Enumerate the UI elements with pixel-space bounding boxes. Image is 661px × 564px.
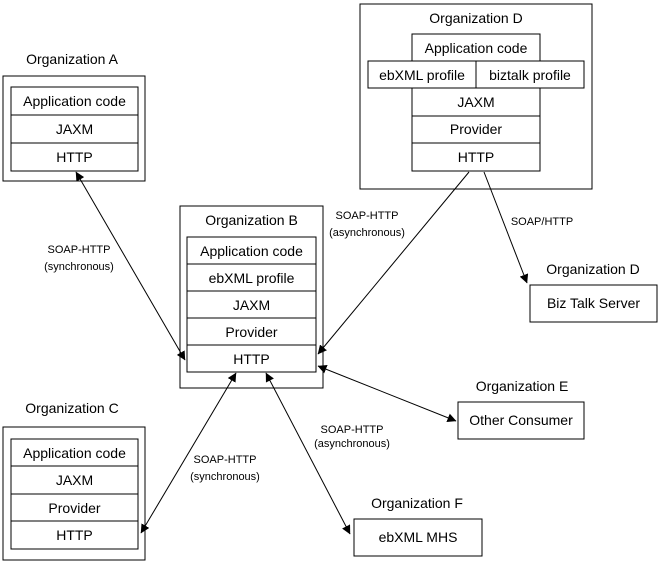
org-a-layer-app-code: Application code — [23, 93, 126, 109]
label-a-b-protocol: SOAP-HTTP — [48, 244, 111, 256]
org-d-layer-jaxm: JAXM — [457, 94, 494, 110]
org-d-server-label: Biz Talk Server — [547, 295, 640, 311]
label-d-b: SOAP-HTTP (asynchronous) — [329, 210, 405, 239]
arrow-org-b-to-org-e — [317, 364, 457, 423]
org-b: Organization B Application code ebXML pr… — [179, 205, 324, 389]
arrow-org-c-to-org-b — [140, 372, 237, 534]
org-a-title: Organization A — [26, 51, 118, 67]
org-a-layer-jaxm: JAXM — [56, 121, 93, 137]
org-d-server-title: Organization D — [546, 261, 639, 277]
org-e-label: Other Consumer — [469, 412, 573, 428]
org-b-layer-ebxml-profile: ebXML profile — [209, 270, 295, 286]
org-b-stack: Application code ebXML profile JAXM Prov… — [186, 236, 317, 373]
org-c-layer-provider: Provider — [48, 500, 100, 516]
org-b-title: Organization B — [205, 212, 298, 228]
org-c: Organization C Application code JAXM Pro… — [2, 400, 146, 561]
arrow-org-a-to-org-b — [75, 171, 186, 361]
arrow-org-d-to-org-b — [317, 171, 470, 355]
org-b-layer-jaxm: JAXM — [233, 297, 270, 313]
org-b-layer-provider: Provider — [225, 324, 277, 340]
label-c-b-mode: (synchronous) — [190, 471, 260, 483]
org-d-server-box — [529, 284, 658, 323]
org-d: Organization D Application code ebXML pr… — [359, 3, 593, 190]
org-f-title: Organization F — [371, 495, 463, 511]
org-d-profile-ebxml: ebXML profile — [379, 67, 465, 83]
label-d-server-protocol: SOAP/HTTP — [511, 216, 573, 228]
label-a-b-mode: (synchronous) — [44, 261, 114, 273]
org-d-server: Organization D Biz Talk Server — [529, 261, 658, 323]
org-f: Organization F ebXML MHS — [353, 495, 483, 557]
org-d-layer-http: HTTP — [458, 149, 495, 165]
label-f-b: SOAP-HTTP (asynchronous) — [314, 424, 390, 450]
label-c-b: SOAP-HTTP (synchronous) — [190, 454, 260, 483]
org-d-stack: Application code ebXML profile biztalk p… — [367, 33, 585, 172]
label-f-b-mode: (asynchronous) — [314, 438, 390, 450]
org-d-profile-biztalk: biztalk profile — [489, 67, 571, 83]
label-f-b-protocol: SOAP-HTTP — [321, 424, 384, 436]
org-d-title: Organization D — [429, 10, 522, 26]
org-e-title: Organization E — [476, 378, 569, 394]
org-a: Organization A Application code JAXM HTT… — [2, 51, 146, 182]
org-c-title: Organization C — [25, 400, 118, 416]
org-f-box — [353, 518, 483, 557]
label-a-b: SOAP-HTTP (synchronous) — [44, 244, 114, 273]
org-b-layer-app-code: Application code — [200, 243, 303, 259]
label-d-server: SOAP/HTTP — [511, 216, 573, 228]
org-d-layer-app-code: Application code — [425, 40, 528, 56]
org-f-label: ebXML MHS — [379, 529, 458, 545]
org-d-layer-provider: Provider — [450, 121, 502, 137]
org-c-stack: Application code JAXM Provider HTTP — [10, 438, 139, 550]
org-e: Organization E Other Consumer — [457, 378, 585, 440]
label-d-b-mode: (asynchronous) — [329, 227, 405, 239]
label-c-b-protocol: SOAP-HTTP — [194, 454, 257, 466]
org-c-layer-http: HTTP — [56, 527, 93, 543]
org-a-layer-http: HTTP — [56, 149, 93, 165]
org-b-layer-http: HTTP — [233, 351, 270, 367]
label-d-b-protocol: SOAP-HTTP — [336, 210, 399, 222]
org-c-layer-jaxm: JAXM — [56, 472, 93, 488]
arrow-org-d-to-biztalk — [483, 171, 529, 284]
org-c-layer-app-code: Application code — [23, 445, 126, 461]
arrow-org-f-to-org-b — [265, 372, 351, 535]
org-e-box — [457, 401, 585, 440]
org-a-stack: Application code JAXM HTTP — [10, 86, 139, 172]
